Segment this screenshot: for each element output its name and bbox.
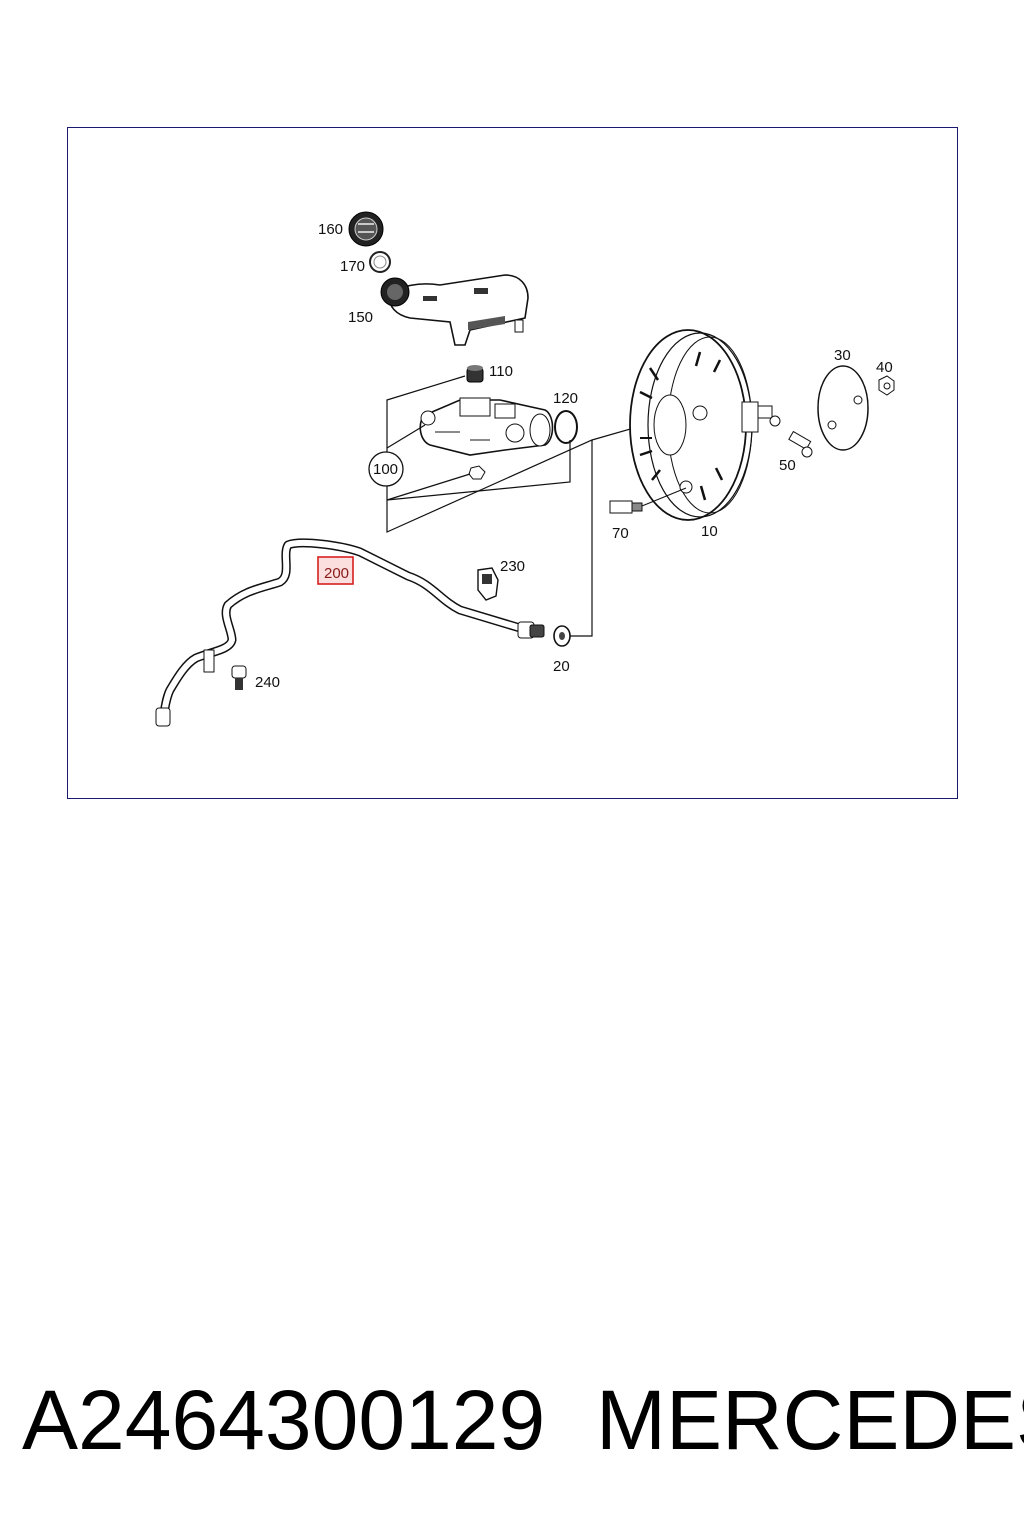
vacuum-line-part: [155, 538, 545, 727]
o-ring-part: [554, 410, 578, 444]
brand-name: MERCEDES: [596, 1373, 1024, 1467]
reservoir-part: [380, 274, 529, 346]
master-cylinder-part: [419, 397, 554, 456]
clip-230-part: [477, 567, 499, 601]
stud-bolt-part: [788, 430, 813, 458]
caption-bar: A2464300129 MERCEDES: [0, 1372, 1024, 1472]
callout-100-circle: [368, 451, 404, 487]
grommet-part: [466, 365, 484, 383]
callout-200-highlight[interactable]: [317, 556, 354, 585]
nut-part: [468, 465, 486, 480]
part-number: A2464300129: [22, 1373, 546, 1467]
callout-240: 240: [255, 674, 280, 691]
reservoir-cap-part: [348, 211, 384, 247]
callout-50: 50: [779, 457, 796, 474]
gasket-part: [817, 365, 869, 451]
callout-100: 100: [373, 461, 398, 478]
callout-70: 70: [612, 525, 629, 542]
callout-10: 10: [701, 523, 718, 540]
grommet-20-part: [553, 625, 571, 647]
clip-240-part: [231, 665, 247, 690]
callout-110: 110: [489, 363, 513, 380]
callout-40: 40: [876, 359, 893, 376]
callout-230: 230: [500, 558, 525, 575]
callout-170: 170: [340, 258, 365, 275]
callout-150: 150: [348, 309, 373, 326]
group-bracket: [386, 375, 691, 637]
diagram-frame: [67, 127, 958, 799]
nut-40-part: [878, 375, 895, 396]
callout-160: 160: [318, 221, 343, 238]
vacuum-sensor-part: [609, 487, 687, 514]
callout-200[interactable]: 200: [324, 565, 349, 582]
callout-120: 120: [553, 390, 578, 407]
brake-parts-diagram: 160 170 150 110 120 100 30 40 50 70 10 2…: [155, 211, 895, 727]
brake-booster-part: [629, 329, 781, 521]
callout-20: 20: [553, 658, 570, 675]
seal-ring-part: [369, 251, 391, 273]
callout-30: 30: [834, 347, 851, 364]
